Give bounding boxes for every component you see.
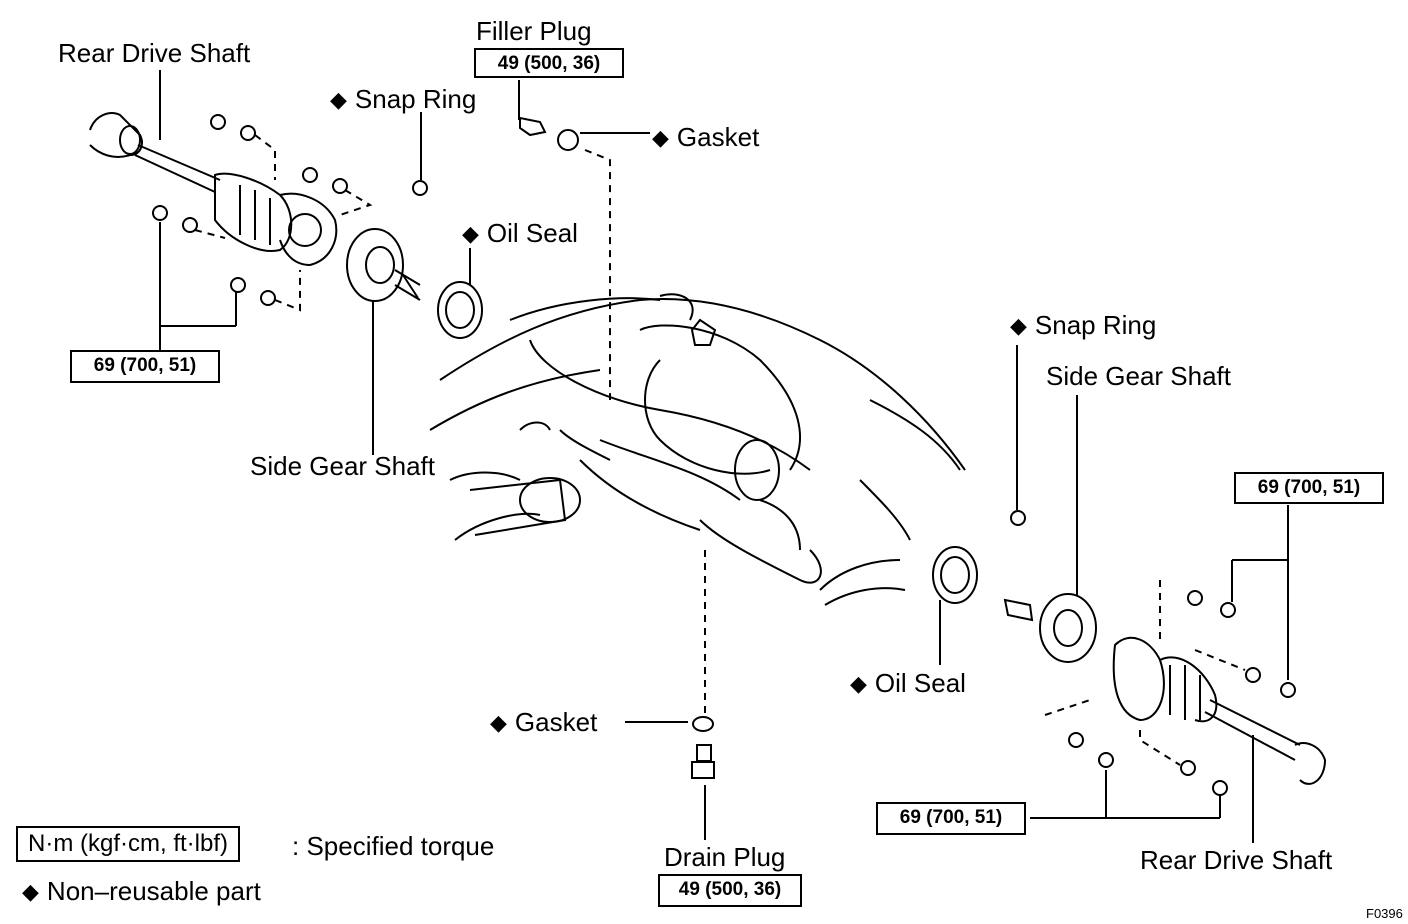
right-dashed-leaders xyxy=(1044,580,1246,766)
differential-housing xyxy=(429,293,966,606)
rear-drive-shaft-left-label: Rear Drive Shaft xyxy=(58,38,251,68)
legend-torque-box: N·m (kgf·cm, ft·lbf) xyxy=(16,826,240,862)
rear-drive-shaft-right-label: Rear Drive Shaft xyxy=(1140,845,1333,875)
right-drive-shaft xyxy=(1112,636,1327,843)
legend-torque-desc: : Specified torque xyxy=(292,831,495,861)
snap-ring-right-label: Snap Ring xyxy=(1010,312,1156,338)
gasket-bottom-text: Gasket xyxy=(514,707,598,737)
side-gear-shaft-right-label: Side Gear Shaft xyxy=(1046,361,1231,391)
filler-plug-part xyxy=(518,80,650,400)
torque-right-top-box: 69 (700, 51) xyxy=(1234,472,1384,504)
drain-plug-torque-box: 49 (500, 36) xyxy=(658,874,802,907)
snap-ring-left-text: Snap Ring xyxy=(354,84,477,114)
legend-non-reusable-text: Non–reusable part xyxy=(46,876,261,906)
torque-left-box: 69 (700, 51) xyxy=(70,350,220,383)
filler-plug-label: Filler Plug xyxy=(476,16,592,46)
figure-code: F0396 xyxy=(1366,906,1403,921)
oil-seal-right-label: Oil Seal xyxy=(850,670,966,696)
oil-seal-right-text: Oil Seal xyxy=(874,668,966,698)
oil-seal-left-text: Oil Seal xyxy=(486,218,578,248)
snap-ring-right-text: Snap Ring xyxy=(1034,310,1157,340)
right-torque-leaders xyxy=(1030,505,1289,819)
left-torque-leader xyxy=(159,222,237,350)
drain-plug-label: Drain Plug xyxy=(664,842,786,872)
gasket-top-text: Gasket xyxy=(676,122,760,152)
filler-plug-torque-box: 49 (500, 36) xyxy=(474,48,624,78)
side-gear-shaft-left-label: Side Gear Shaft xyxy=(250,451,435,481)
gasket-top-label: Gasket xyxy=(652,124,759,150)
snap-ring-left-label: Snap Ring xyxy=(330,86,476,112)
right-nuts xyxy=(1068,590,1296,796)
torque-right-bottom-box: 69 (700, 51) xyxy=(876,802,1026,835)
right-side-gear-shaft xyxy=(932,345,1097,665)
gasket-bottom-label: Gasket xyxy=(490,709,597,735)
drain-plug-part xyxy=(625,550,715,840)
left-dashed-leaders xyxy=(194,134,373,312)
left-nuts xyxy=(152,114,428,306)
left-drive-shaft xyxy=(89,112,338,267)
left-side-gear-shaft xyxy=(346,228,483,455)
legend-non-reusable: Non–reusable part xyxy=(22,878,261,904)
oil-seal-left-label: Oil Seal xyxy=(462,220,578,246)
